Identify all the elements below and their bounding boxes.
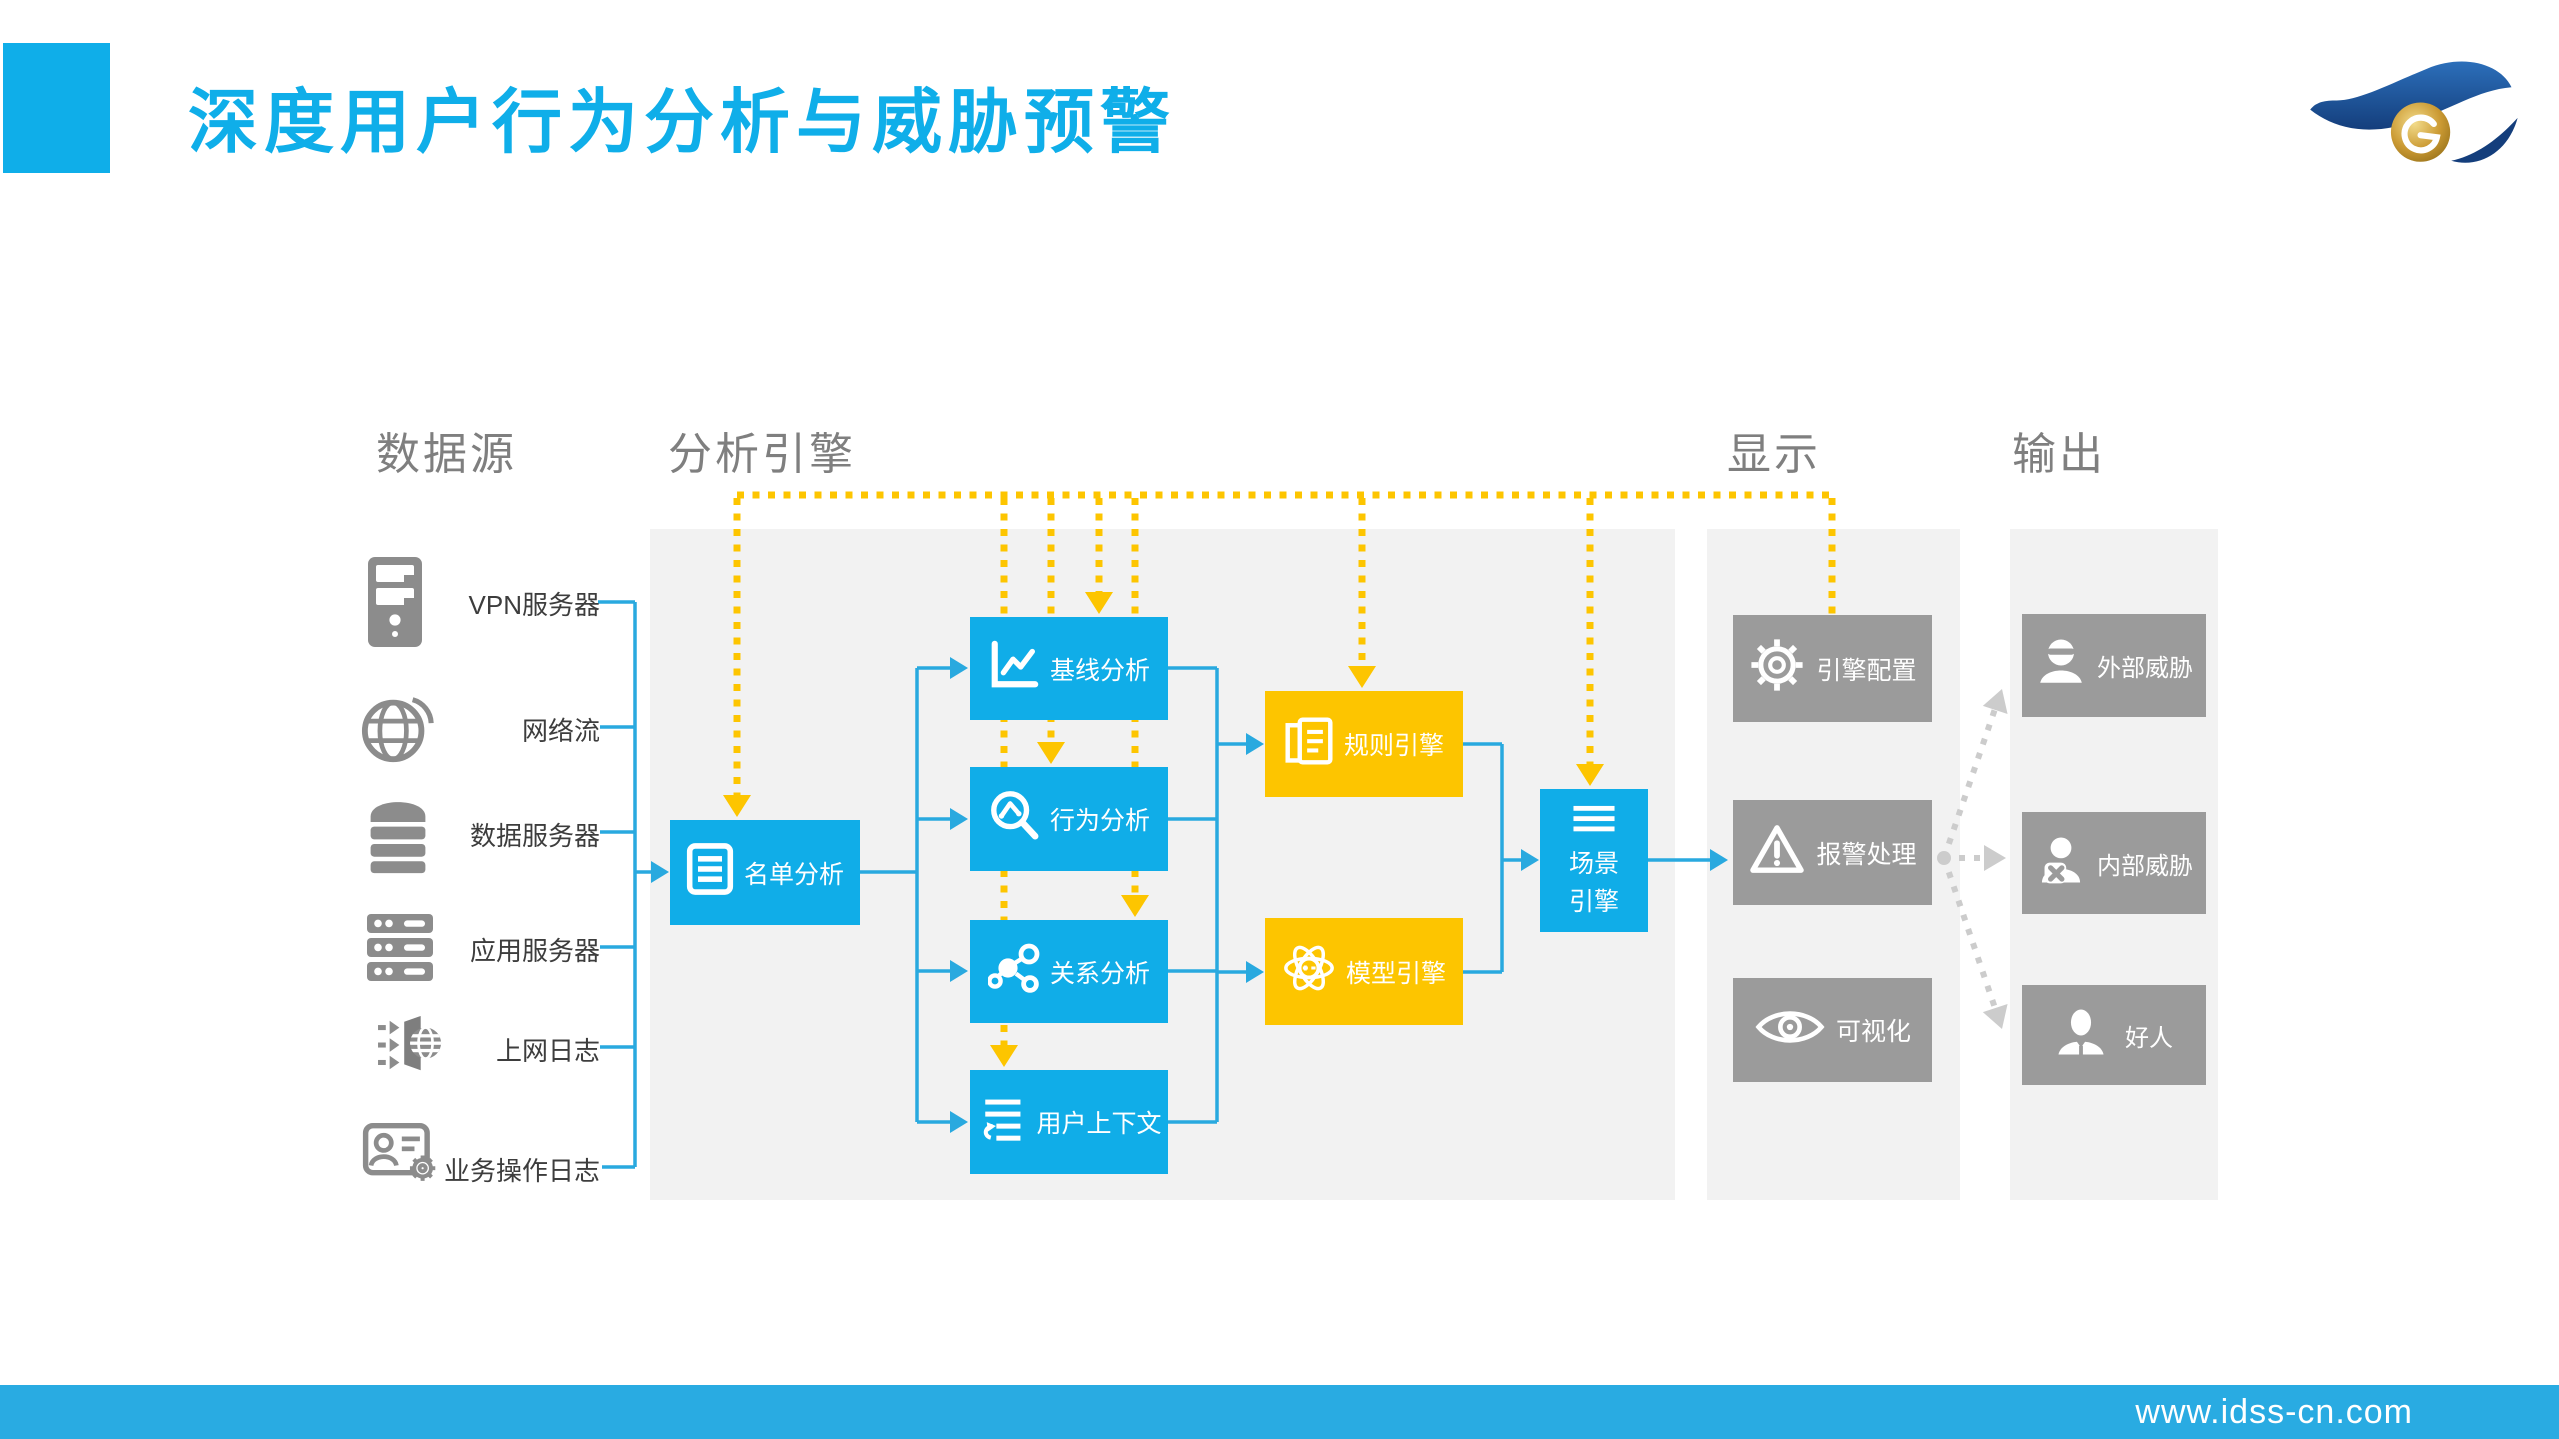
- header-analysis: 分析引擎: [668, 430, 856, 479]
- node-relation-analysis: 关系分析: [970, 920, 1168, 1023]
- title-accent-square: [3, 43, 110, 173]
- web-log-icon: [376, 1014, 446, 1083]
- node-label: 可视化: [1835, 1018, 1911, 1046]
- warning-triangle-icon: [1748, 823, 1806, 882]
- source-label: 应用服务器: [469, 936, 600, 966]
- network-nodes-icon: [987, 942, 1040, 1001]
- idss-eye-logo: [2310, 61, 2518, 163]
- header-output: 输出: [2012, 430, 2106, 479]
- node-internal-threat: 内部威胁: [2022, 812, 2206, 914]
- node-label: 规则引擎: [1343, 732, 1444, 760]
- logo-lower-lid: [2451, 117, 2518, 163]
- node-label: 报警处理: [1816, 840, 1917, 869]
- globe-icon: [360, 688, 438, 771]
- source-label: 业务操作日志: [443, 1156, 600, 1186]
- node-label: 内部威胁: [2097, 852, 2193, 880]
- logo-eyebrow: [2310, 61, 2512, 130]
- header-sources: 数据源: [376, 430, 517, 479]
- source-label: VPN服务器: [468, 590, 600, 620]
- page-title: 深度用户行为分析与威胁预警: [188, 83, 1176, 161]
- node-label: 用户上下文: [1036, 1110, 1162, 1138]
- node-scene-engine: 场景 引擎: [1540, 789, 1648, 932]
- magnifier-wave-icon: [988, 790, 1040, 849]
- businessman-icon: [2055, 1006, 2107, 1065]
- node-label-line1: 场景: [1568, 850, 1619, 878]
- node-label: 引擎配置: [1816, 656, 1917, 685]
- source-label: 上网日志: [495, 1036, 600, 1066]
- node-list-analysis: 名单分析: [670, 820, 860, 925]
- node-alarm-handling: 报警处理: [1733, 800, 1932, 905]
- node-label: 基线分析: [1049, 656, 1150, 685]
- gear-icon: [1748, 636, 1806, 701]
- menu-lines-icon: [1566, 804, 1622, 841]
- server-tower-icon: [366, 555, 424, 654]
- node-baseline-analysis: 基线分析: [970, 617, 1168, 720]
- operation-log-icon: [362, 1118, 438, 1189]
- logo-g-mark: [2401, 114, 2441, 154]
- list-document-icon: [686, 842, 734, 903]
- node-good-person: 好人: [2022, 985, 2206, 1085]
- database-server-icon: [362, 791, 434, 880]
- node-label: 模型引擎: [1345, 959, 1446, 988]
- node-label: 外部威胁: [2097, 655, 2193, 682]
- text-return-icon: [976, 1094, 1026, 1151]
- node-label: 关系分析: [1049, 959, 1150, 988]
- header-display: 显示: [1727, 430, 1821, 479]
- node-label: 行为分析: [1049, 807, 1150, 835]
- node-model-engine: 模型引擎: [1265, 918, 1463, 1025]
- footer-bar: www.idss-cn.com: [0, 1385, 2559, 1439]
- node-visualization: 可视化: [1733, 978, 1932, 1082]
- rack-server-icon: [362, 909, 438, 990]
- documents-icon: [1284, 716, 1334, 773]
- node-behavior-analysis: 行为分析: [970, 767, 1168, 871]
- trend-chart-icon: [988, 639, 1040, 698]
- eye-icon: [1754, 1006, 1826, 1055]
- spy-person-icon: [2035, 636, 2087, 695]
- node-external-threat: 外部威胁: [2022, 614, 2206, 717]
- node-rule-engine: 规则引擎: [1265, 691, 1463, 797]
- node-label: 好人: [2125, 1024, 2173, 1052]
- atom-icon: [1282, 941, 1336, 1002]
- person-x-icon: [2035, 834, 2087, 893]
- source-label: 数据服务器: [469, 821, 600, 851]
- node-label-line2: 引擎: [1568, 888, 1619, 916]
- footer-url: www.idss-cn.com: [2135, 1392, 2413, 1431]
- node-label: 名单分析: [743, 860, 844, 889]
- source-label: 网络流: [521, 716, 600, 746]
- node-engine-config: 引擎配置: [1733, 615, 1932, 722]
- node-user-context: 用户上下文: [970, 1070, 1168, 1174]
